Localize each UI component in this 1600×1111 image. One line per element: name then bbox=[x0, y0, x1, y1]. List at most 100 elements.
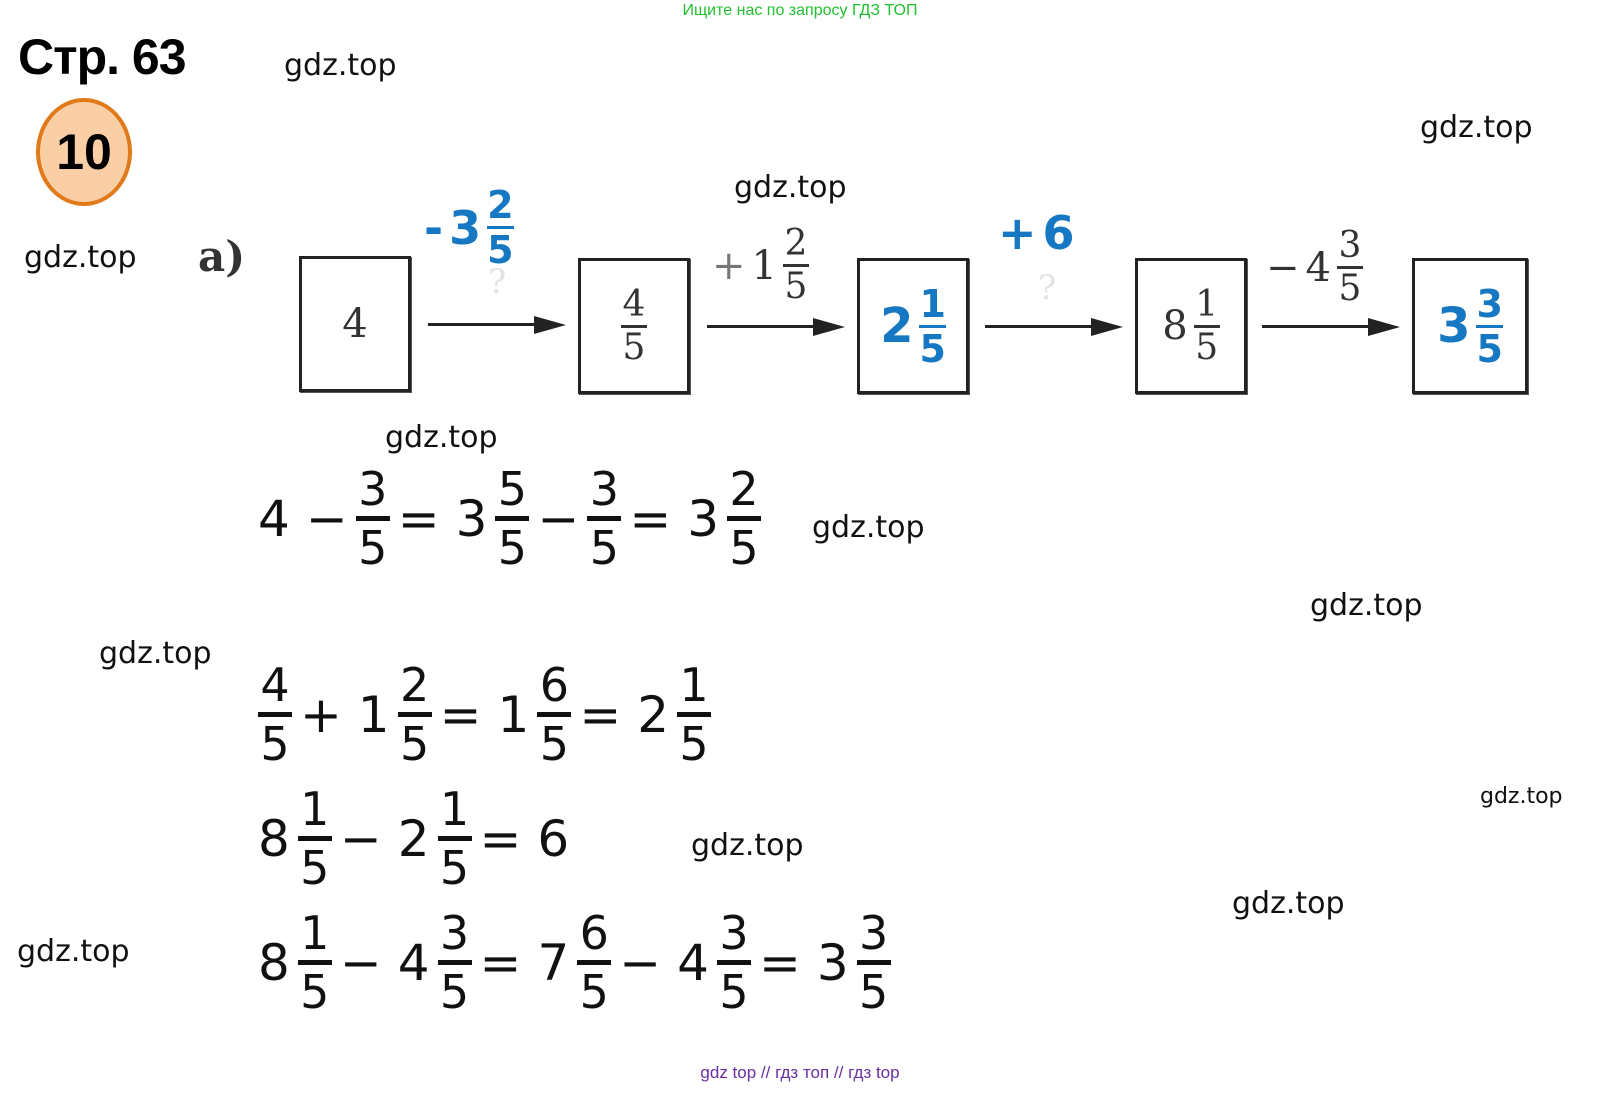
fraction-bar bbox=[487, 226, 514, 229]
equation-term: 3 bbox=[687, 489, 720, 548]
equation-term: 8 bbox=[258, 933, 290, 992]
denominator: 5 bbox=[919, 326, 946, 371]
numerator: 1 bbox=[300, 782, 330, 836]
equation-term: = bbox=[479, 933, 522, 992]
mixed-number: 2 1 5 bbox=[880, 285, 946, 368]
chain-op-4: − 4 3 5 bbox=[1266, 228, 1363, 307]
numerator: 3 bbox=[589, 462, 619, 516]
fraction-bar bbox=[537, 712, 572, 717]
numerator: 3 bbox=[439, 906, 470, 960]
fraction: 4 5 bbox=[621, 283, 647, 368]
equation-term: 3 bbox=[455, 489, 488, 548]
question-mark: ? bbox=[488, 262, 507, 302]
denominator: 5 bbox=[1476, 326, 1503, 371]
denominator: 5 bbox=[784, 266, 808, 307]
equation-term: = 6 bbox=[479, 809, 570, 868]
fraction-bar bbox=[727, 516, 762, 521]
fraction: 1 5 bbox=[1193, 283, 1220, 366]
watermark: gdz.top bbox=[17, 934, 130, 969]
numerator: 5 bbox=[497, 462, 528, 516]
equation-term: − bbox=[537, 489, 580, 548]
watermark: gdz.top bbox=[1232, 886, 1345, 921]
fraction-bar bbox=[677, 712, 712, 717]
numerator: 2 bbox=[729, 462, 759, 516]
watermark: gdz.top bbox=[1310, 588, 1423, 623]
denominator: 5 bbox=[729, 521, 759, 575]
watermark: gdz.top bbox=[284, 48, 397, 83]
task-number-badge: 10 bbox=[36, 98, 132, 206]
fraction-bar bbox=[716, 960, 751, 965]
fraction-bar bbox=[437, 836, 472, 841]
fraction-bar bbox=[577, 960, 612, 965]
chain-box-4: 8 1 5 bbox=[1135, 258, 1247, 394]
equation-term: 2 bbox=[397, 809, 430, 868]
footer-links: gdz top // гдз топ // гдз top bbox=[700, 1063, 900, 1082]
fraction-bar bbox=[437, 960, 472, 965]
denominator: 5 bbox=[1338, 268, 1362, 309]
numerator: 3 bbox=[1476, 281, 1503, 326]
chain-box-2: 4 5 bbox=[578, 258, 690, 394]
equation-term: = bbox=[629, 489, 672, 548]
equation-term: 4 bbox=[677, 933, 709, 992]
arrow-right-icon bbox=[813, 318, 845, 336]
fraction-bar bbox=[621, 324, 647, 328]
denominator: 5 bbox=[439, 965, 470, 1019]
chain-box-1: 4 bbox=[299, 256, 411, 392]
denominator: 5 bbox=[679, 717, 709, 771]
op-sign: - bbox=[424, 200, 444, 255]
op-sign: + bbox=[998, 206, 1037, 260]
equation-term: 7 bbox=[537, 933, 570, 992]
fraction-bar bbox=[495, 516, 530, 521]
arrow-line bbox=[707, 325, 817, 328]
numerator: 4 bbox=[622, 283, 646, 325]
chain-op-2: + 1 2 5 bbox=[712, 226, 809, 305]
denominator: 5 bbox=[622, 326, 646, 368]
chain-op-1-answer: - 3 2 5 bbox=[424, 186, 514, 269]
fraction-bar bbox=[258, 712, 292, 717]
equation-term: 4 bbox=[397, 933, 430, 992]
arrow-right-icon bbox=[1091, 318, 1123, 336]
denominator: 5 bbox=[487, 228, 514, 272]
equation-term: = bbox=[439, 685, 482, 744]
numerator: 6 bbox=[539, 658, 569, 712]
equation-term: = bbox=[758, 933, 801, 992]
page-title: Стр. 63 bbox=[18, 29, 187, 85]
question-mark: ? bbox=[1038, 268, 1057, 308]
numerator: 2 bbox=[784, 223, 808, 264]
watermark: gdz.top bbox=[385, 420, 498, 455]
equation-term: − bbox=[305, 489, 348, 548]
numerator: 3 bbox=[358, 462, 388, 516]
denominator: 5 bbox=[399, 717, 430, 771]
equation-term: 4 bbox=[258, 489, 290, 548]
watermark: gdz.top bbox=[734, 170, 847, 205]
denominator: 5 bbox=[300, 965, 330, 1019]
op-sign: + bbox=[712, 242, 746, 289]
op-whole: 4 bbox=[1305, 244, 1331, 291]
whole-part: 2 bbox=[880, 298, 914, 354]
op-whole: 3 bbox=[449, 200, 482, 255]
chain-box-5-answer: 3 3 5 bbox=[1412, 258, 1528, 394]
equation-term: + 1 bbox=[300, 685, 390, 744]
numerator: 1 bbox=[1195, 283, 1219, 325]
fraction-bar bbox=[1476, 324, 1503, 328]
fraction: 2 5 bbox=[782, 223, 809, 307]
numerator: 3 bbox=[1338, 225, 1362, 266]
denominator: 5 bbox=[439, 841, 470, 895]
arrow-line bbox=[1262, 325, 1372, 328]
numerator: 1 bbox=[300, 906, 330, 960]
watermark: gdz.top bbox=[691, 828, 804, 863]
denominator: 5 bbox=[358, 521, 388, 575]
